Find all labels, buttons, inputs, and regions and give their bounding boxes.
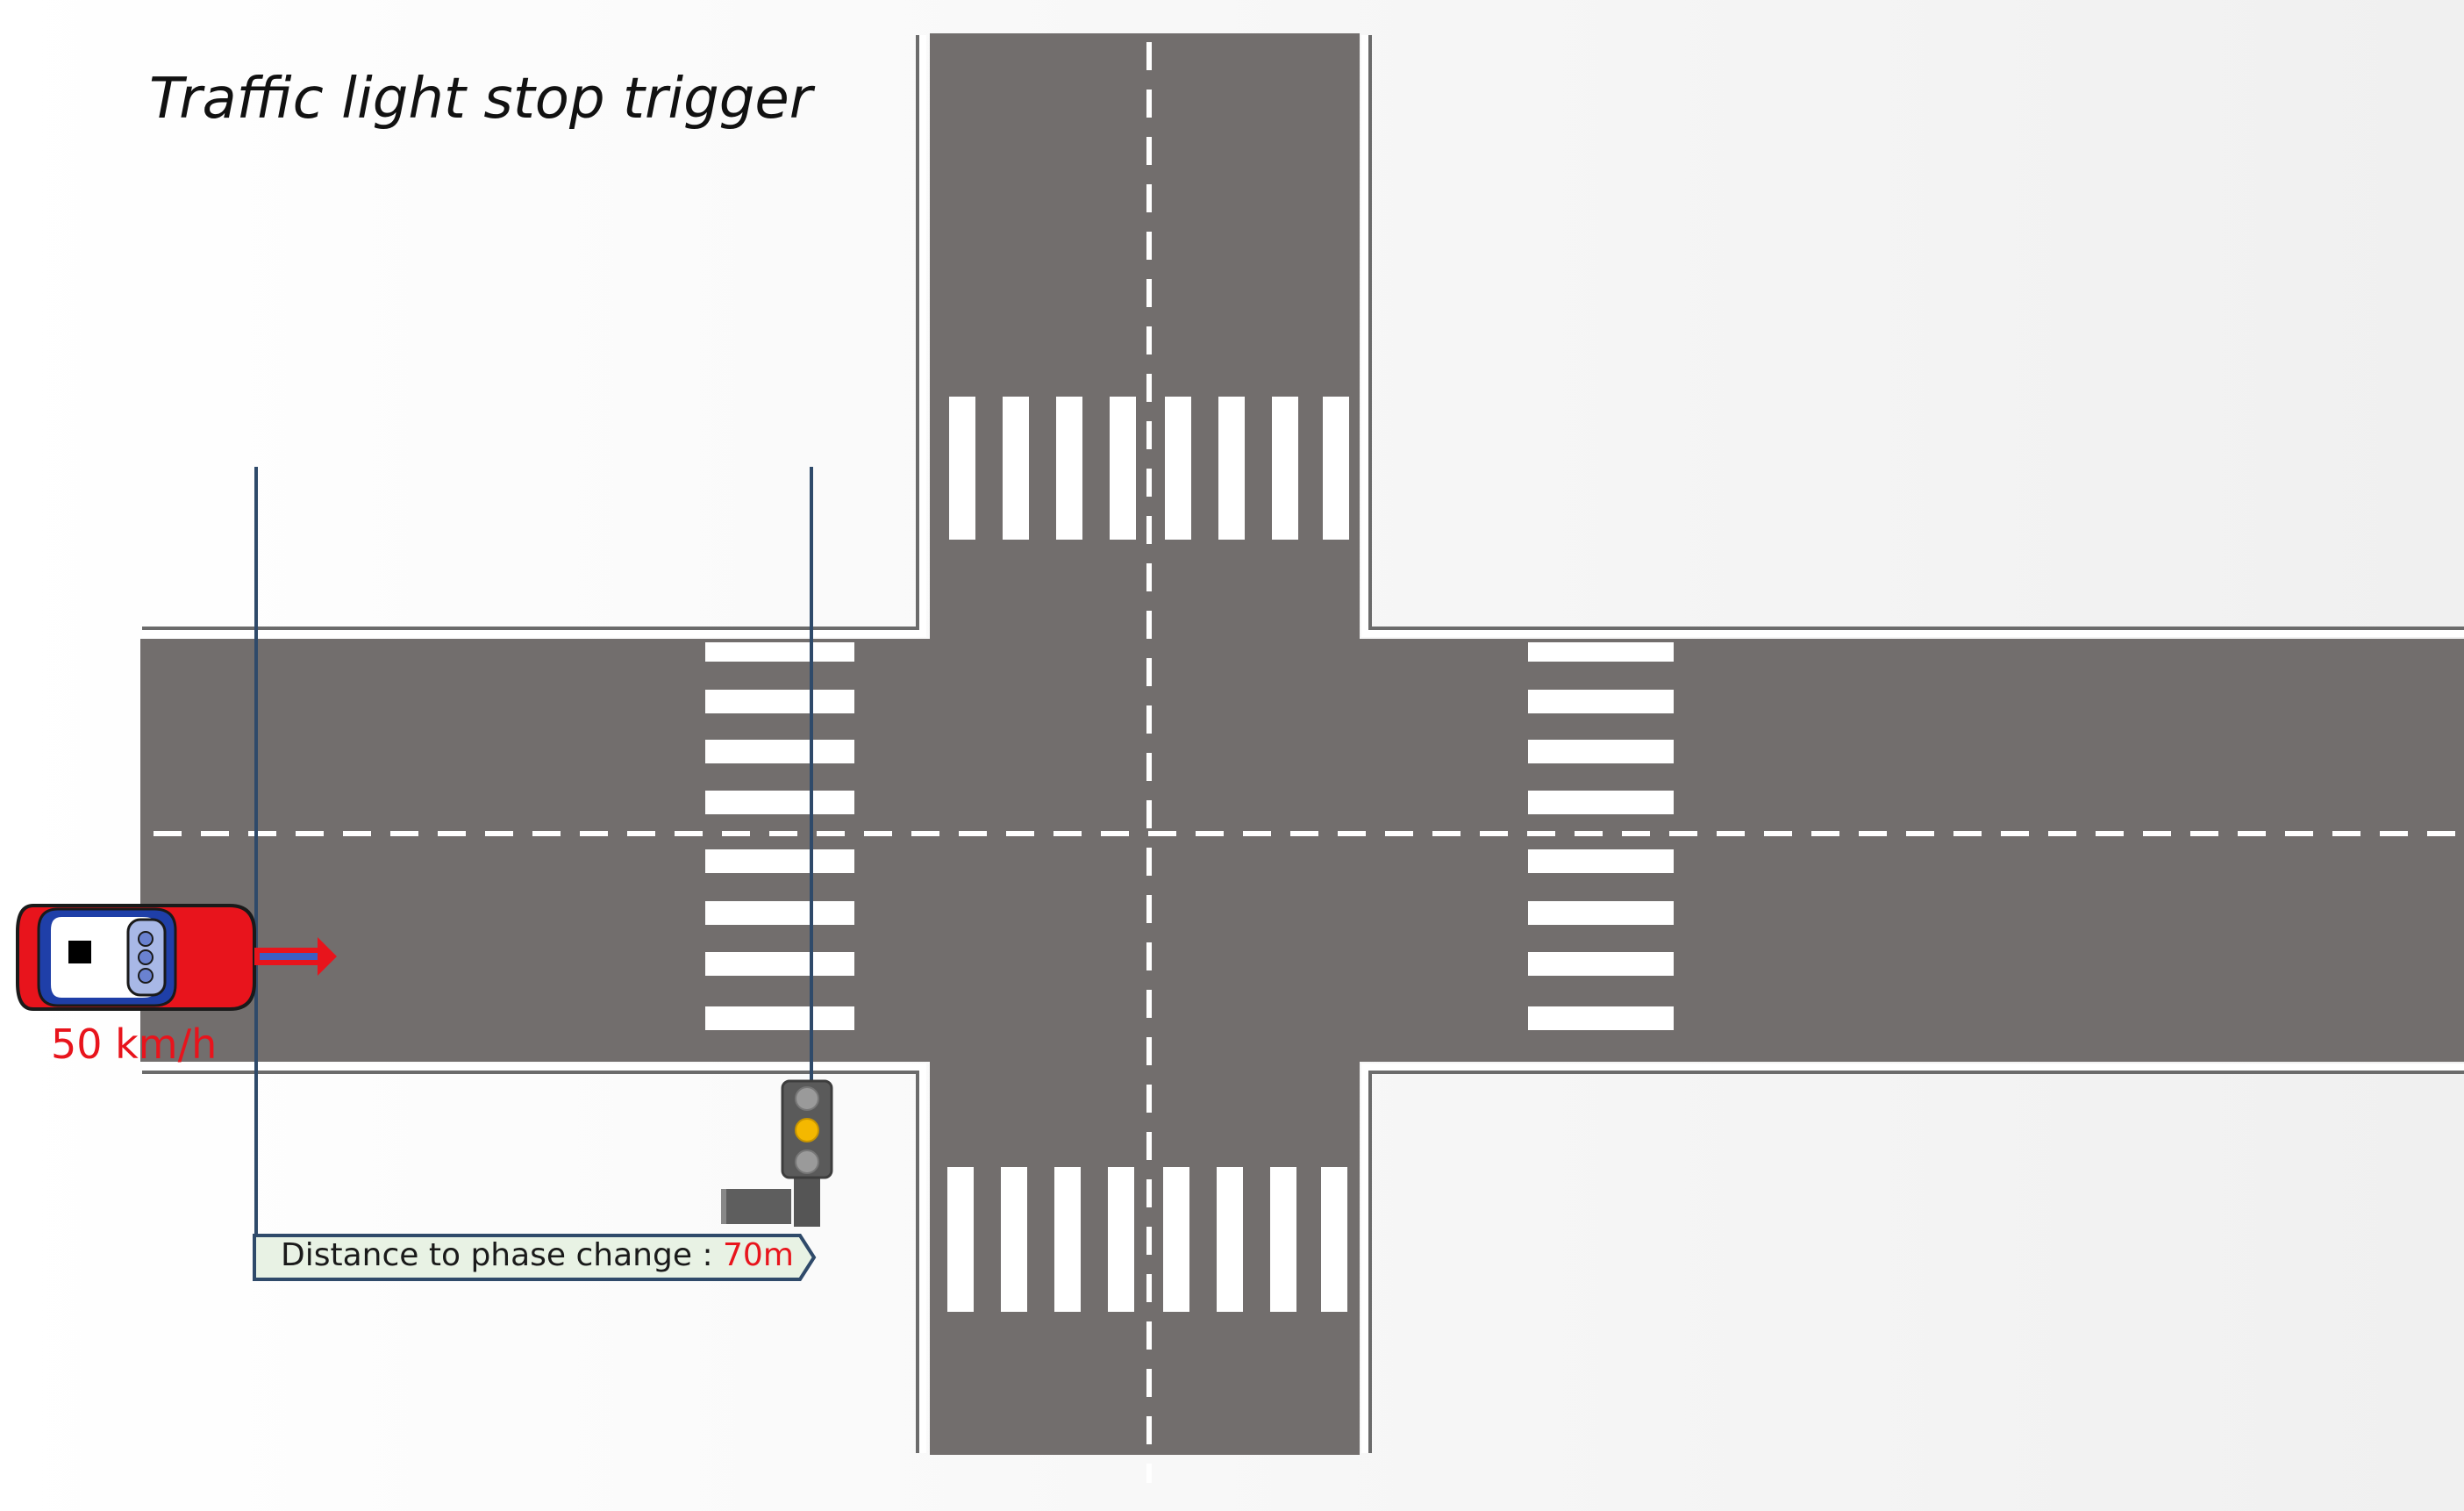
traffic-light-icon (721, 1079, 833, 1227)
direction-arrow-icon (254, 937, 337, 976)
crosswalk-west (705, 642, 854, 1030)
distance-label: Distance to phase change : (281, 1237, 724, 1273)
diagram-title: Traffic light stop trigger (149, 67, 813, 132)
distance-callout-text: Distance to phase change : 70m (281, 1237, 794, 1273)
green-lamp (795, 1149, 819, 1174)
crosswalk-north (949, 397, 1349, 540)
car-topview-icon (16, 904, 256, 1011)
red-lamp (795, 1086, 819, 1111)
road-edges-outer (142, 35, 2464, 1453)
crosswalk-east (1528, 642, 1674, 1030)
vehicle-speed-label: 50 km/h (51, 1020, 218, 1068)
road-network (140, 33, 2464, 1483)
distance-callout-box (253, 1234, 817, 1281)
road-edges (142, 35, 2464, 1453)
crosswalk-south (947, 1167, 1347, 1312)
distance-value: 70m (723, 1237, 794, 1273)
amber-lamp (795, 1118, 819, 1142)
